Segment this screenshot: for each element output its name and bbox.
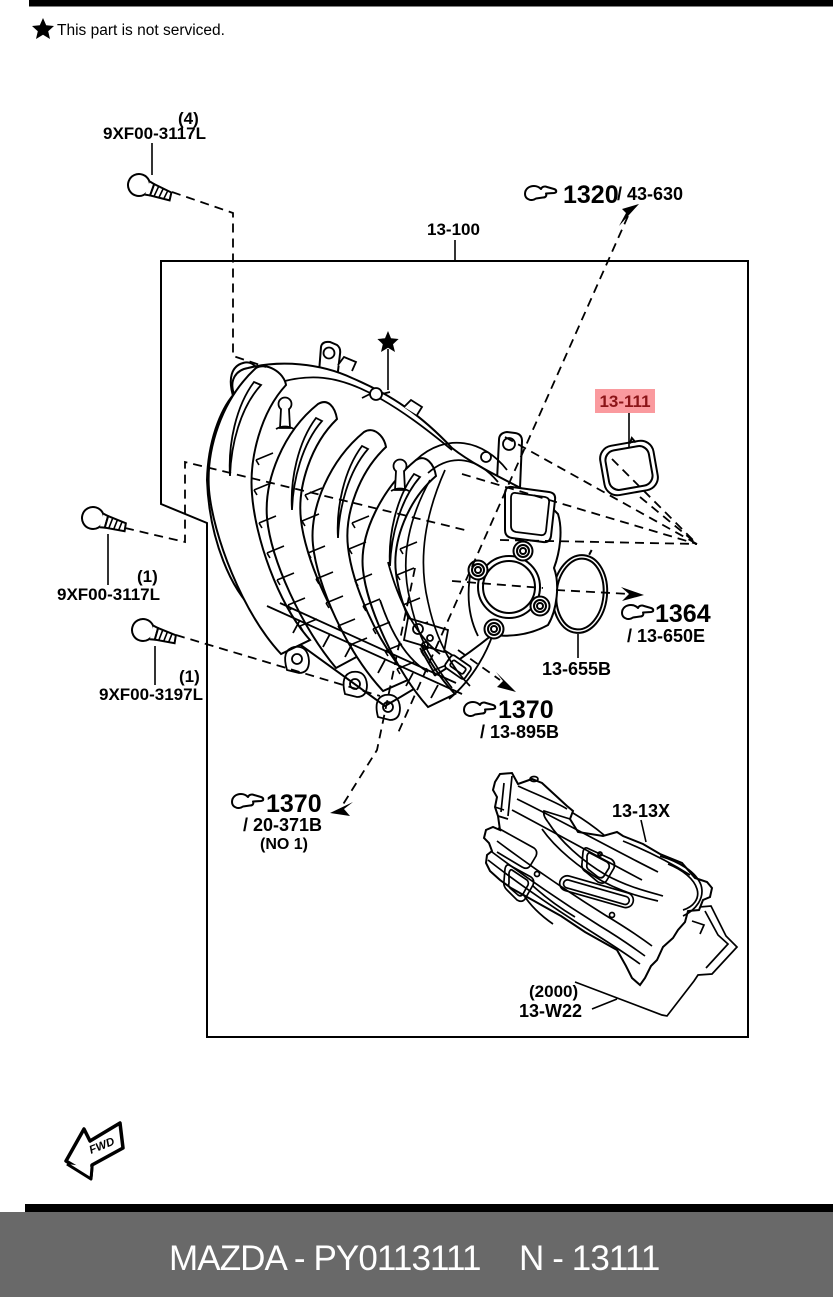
svg-text:13-655B: 13-655B: [542, 659, 611, 679]
svg-text:(2000): (2000): [529, 982, 578, 1001]
svg-text:/ 20-371B: / 20-371B: [243, 815, 322, 835]
svg-text:(1): (1): [137, 567, 158, 586]
svg-text:MAZDA - PY0113111: MAZDA - PY0113111: [169, 1239, 481, 1278]
svg-text:13-13X: 13-13X: [612, 801, 670, 821]
svg-text:13-W22: 13-W22: [519, 1001, 582, 1021]
svg-text:This part is not serviced.: This part is not serviced.: [57, 22, 225, 39]
svg-text:9XF00-3197L: 9XF00-3197L: [99, 685, 203, 704]
svg-text:1370: 1370: [498, 696, 554, 724]
svg-text:9XF00-3117L: 9XF00-3117L: [103, 124, 206, 143]
svg-text:13-111: 13-111: [599, 392, 650, 411]
svg-text:/ 13-895B: / 13-895B: [480, 722, 559, 742]
svg-text:13-100: 13-100: [427, 220, 480, 239]
svg-text:N - 13111: N - 13111: [519, 1239, 659, 1278]
svg-text:9XF00-3117L: 9XF00-3117L: [57, 585, 160, 604]
svg-text:1370: 1370: [266, 790, 322, 818]
svg-text:(NO 1): (NO 1): [260, 836, 308, 853]
svg-text:1364: 1364: [655, 600, 711, 628]
svg-text:/ 13-650E: / 13-650E: [627, 626, 705, 646]
svg-text:(4): (4): [178, 109, 199, 128]
svg-text:/ 43-630: / 43-630: [617, 184, 683, 204]
svg-text:1320: 1320: [563, 181, 619, 209]
svg-text:(1): (1): [179, 667, 200, 686]
